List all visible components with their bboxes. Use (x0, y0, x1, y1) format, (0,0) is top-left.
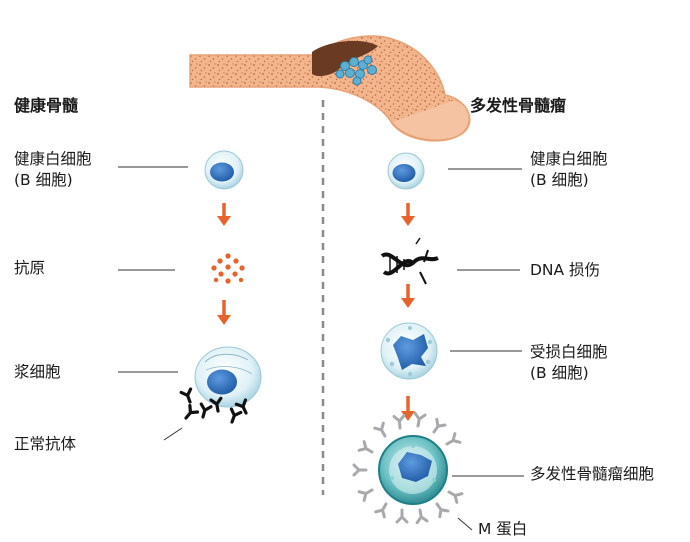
right-arrow-2 (401, 284, 415, 308)
bone-illustration (189, 35, 471, 142)
right-healthy-cell-line2: (B 细胞) (530, 171, 589, 189)
plasma-cell-label: 浆细胞 (14, 363, 61, 381)
right-arrow-3 (401, 396, 415, 421)
left-heading: 健康骨髓 (14, 96, 79, 115)
right-heading: 多发性骨髓瘤 (470, 96, 567, 115)
m-protein-leader (457, 517, 473, 531)
left-healthy-cell-label: 健康白细胞 (B 细胞) (14, 149, 92, 191)
antigen-dots (211, 253, 245, 284)
bone-tumor-cells (335, 55, 377, 86)
damaged-cell-label: 受损白细胞 (B 细胞) (530, 342, 608, 384)
left-healthy-cell-line1: 健康白细胞 (14, 150, 92, 168)
left-healthy-b-cell (204, 150, 244, 190)
myeloma-cell (378, 435, 448, 505)
dna-damage-label: DNA 损伤 (530, 261, 601, 279)
right-healthy-cell-line1: 健康白细胞 (530, 150, 608, 168)
myeloma-cell-label: 多发性骨髓瘤细胞 (530, 465, 655, 483)
normal-antibody-leader (163, 427, 183, 441)
damaged-cell-line2: (B 细胞) (530, 364, 589, 382)
right-arrow-1 (401, 203, 415, 226)
antigen-label: 抗原 (14, 259, 46, 277)
left-arrow-1 (217, 203, 231, 226)
left-arrow-2 (217, 300, 231, 325)
plasma-cell (194, 346, 262, 408)
right-healthy-cell-label: 健康白细胞 (B 细胞) (530, 149, 608, 191)
normal-antibody-label: 正常抗体 (14, 435, 77, 453)
m-protein-label: M 蛋白 (478, 520, 528, 538)
right-healthy-b-cell (387, 152, 425, 190)
damaged-cell-line1: 受损白细胞 (530, 343, 608, 361)
dna-damage-icon (380, 237, 439, 285)
left-healthy-cell-line2: (B 细胞) (14, 171, 73, 189)
damaged-b-cell (380, 322, 438, 380)
